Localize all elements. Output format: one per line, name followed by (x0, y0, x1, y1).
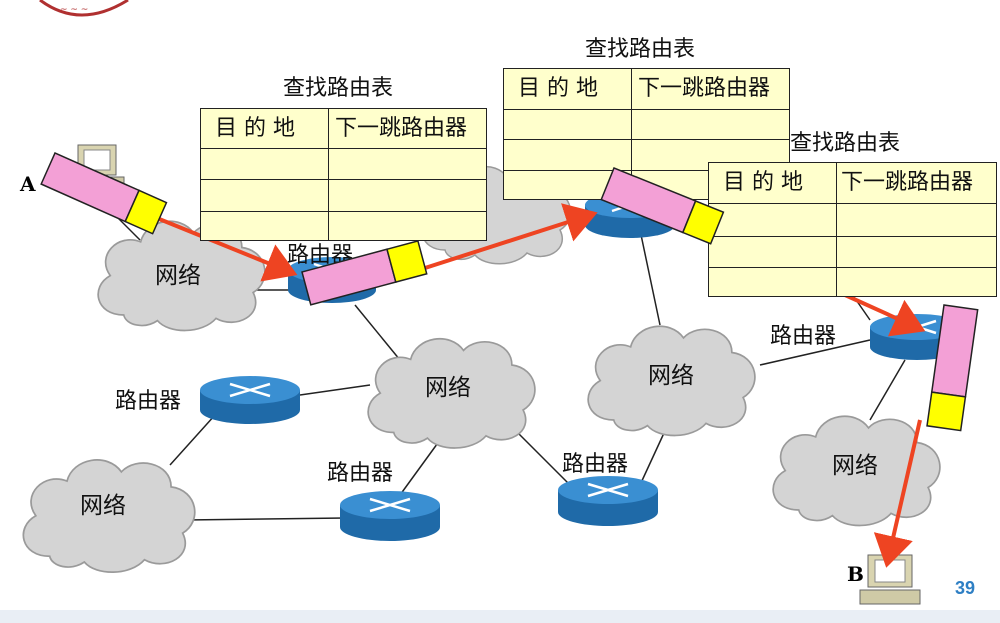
col-next-hop: 下一跳路由器 (638, 76, 771, 101)
routing-table-1: 目 的 地 下一跳路由器 (200, 108, 487, 241)
logo-fragment: ~ ~ ~ (39, 0, 129, 17)
network-label: 网络 (648, 363, 694, 389)
router-label: 路由器 (115, 389, 181, 414)
host-a-label: A (19, 172, 36, 196)
cloud-network-1: 网络 (97, 220, 266, 332)
svg-text:~ ~ ~: ~ ~ ~ (60, 5, 88, 15)
lookup-title: 查找路由表 (585, 37, 696, 62)
lookup-title: 查找路由表 (283, 76, 394, 101)
col-next-hop: 下一跳路由器 (841, 170, 974, 195)
router-label: 路由器 (327, 461, 393, 486)
network-label: 网络 (832, 453, 878, 479)
cloud-network-2: 网络 (367, 337, 536, 449)
cloud-network-4: 网络 (22, 459, 196, 574)
lookup-title: 查找路由表 (790, 131, 901, 156)
host-a-computer-icon (69, 144, 125, 190)
router-5 (340, 491, 440, 541)
col-destination: 目 的 地 (215, 116, 295, 141)
routing-table-2: 目 的 地 下一跳路由器 (503, 68, 790, 200)
router-label: 路由器 (562, 452, 628, 477)
page-number: 39 (955, 578, 975, 598)
network-label: 网络 (155, 263, 201, 289)
router-6 (558, 476, 658, 526)
host-b-computer-icon (859, 554, 921, 605)
router-3 (870, 314, 964, 360)
routing-table-3: 目 的 地 下一跳路由器 (708, 162, 997, 297)
network-label: 网络 (80, 493, 126, 519)
col-destination: 目 的 地 (723, 170, 803, 195)
cloud-network-5: 网络 (772, 415, 941, 527)
footer-strip (0, 610, 1000, 623)
router-4 (200, 376, 300, 424)
router-label: 路由器 (287, 243, 353, 268)
host-b-label: B (847, 562, 864, 586)
col-next-hop: 下一跳路由器 (335, 116, 468, 141)
cloud-network-3: 网络 (587, 325, 756, 437)
col-destination: 目 的 地 (518, 76, 598, 101)
router-label: 路由器 (770, 324, 836, 349)
network-label: 网络 (425, 375, 471, 401)
